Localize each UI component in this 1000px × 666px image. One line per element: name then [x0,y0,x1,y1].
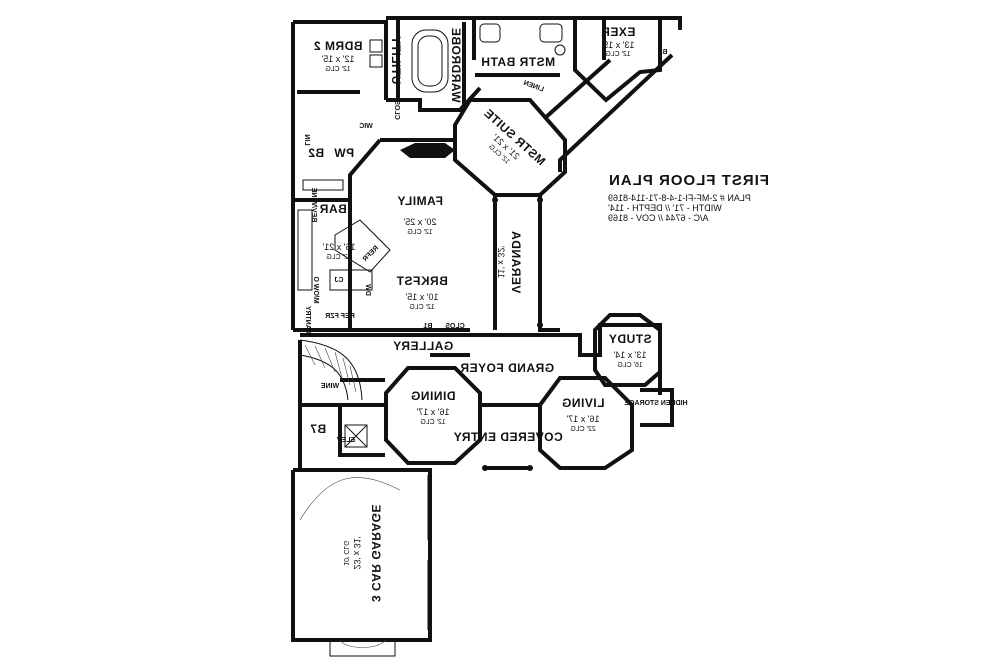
room-family-dim: 20' x 25' [403,217,436,227]
room-study-dim: 13' x 14' [613,350,646,360]
room-pantry-name: PANTRY [304,306,311,334]
room-study: STUDY 13' x 14' 16' CLG [608,332,651,369]
room-veranda-dim: 11' x 32' [496,246,506,279]
room-ref-fzr-name: REF FZR [325,313,355,320]
room-study-name: STUDY [608,332,651,346]
room-garage-name: 3 CAR GARAGE [369,504,383,602]
room-brkfst: BRKFST 10' x 15' 12' CLG [396,274,448,311]
plan-title: FIRST FLOOR PLAN [608,172,769,189]
room-exer: EXER 13' x 15' 12' CLG [601,25,636,58]
room-veranda-name: VERANDA [509,231,523,294]
room-bdrm2-dim: 12' x 15' [321,54,354,64]
room-dw-name: DW [364,284,371,296]
room-family-name: FAMILY [397,194,443,208]
room-bdrm2: BDRM 2 12' x 15' 12' CLG [313,39,362,73]
room-living-dim: 16' x 17' [566,414,599,424]
room-brkfst-dim: 10' x 15' [405,292,438,302]
room-family: FAMILY 20' x 25' 12' CLG [397,194,443,236]
room-clos-mid-name: CLOS [445,323,465,330]
room-mstr-bath-name: MSTR BATH [481,55,555,69]
room-garage: 3 CAR GARAGE 23' x 31' 10' CLG [342,504,383,602]
room-kitchen-dim: 16' x 21' [322,242,355,252]
room-refr-name: REFR [362,245,380,263]
plan-meta-line-2: WIDTH - 71' // DEPTH - 114' [608,203,722,213]
room-bar-name: BAR [319,202,347,216]
room-utility-name: UTILITY [389,36,403,85]
room-living-name: LIVING [561,396,604,410]
room-exer-name: EXER [601,25,636,39]
room-b1-name: B1 [423,323,432,330]
room-exer-clg: 12' CLG [605,51,630,58]
room-elev-name: ELEV [337,437,356,444]
room-pw-name: PW [334,146,355,160]
room-living-clg: 22' CLG [570,426,595,433]
room-dining: DINING 16' x 17' 12' CLG [411,389,456,426]
room-garage-dim: 23' x 31' [352,536,362,569]
room-b7-name: B7 [310,422,326,436]
room-mstr-suite: MSTR SUITE 21' x 21' 12' CLG [481,106,548,168]
room-clos-top-name: CLOS [393,100,400,120]
room-linen-name: LINEN [522,80,544,94]
room-dining-clg: 12' CLG [420,419,445,426]
room-bdrm2-clg: 12' CLG [325,66,350,73]
room-dining-dim: 16' x 17' [416,407,449,417]
room-lin-name: LIN [303,134,310,145]
room-dining-name: DINING [411,389,456,403]
room-kitchen: 16' x 21' 12' CLG [322,242,355,261]
room-brkfst-name: BRKFST [396,274,448,288]
room-wic-name: WIC [359,123,373,130]
plan-meta-line-1: PLAN # 2-MF-FI-1-4-8-71-114-8169 [608,193,751,203]
fixtures [297,23,566,657]
room-b8-name: B8 [658,49,667,56]
room-brkfst-clg: 12' CLG [409,304,434,311]
room-bev-wine-name: BEV/WINE [310,187,317,222]
room-mow-o-name: M/OW O [312,276,319,304]
walls [291,16,682,642]
room-family-clg: 12' CLG [407,229,432,236]
room-wine-name: WINE [321,383,340,390]
room-bdrm2-name: BDRM 2 [313,39,362,53]
room-covered-entry-name: COVERED ENTRY [453,430,562,444]
room-garage-clg: 10' CLG [342,540,349,565]
room-exer-dim: 13' x 15' [601,40,634,50]
room-b2-name: B2 [308,146,324,160]
room-veranda: VERANDA 11' x 32' [496,231,523,294]
plan-title-block: FIRST FLOOR PLAN PLAN # 2-MF-FI-1-4-8-71… [608,172,788,223]
room-living: LIVING 16' x 17' 22' CLG [561,396,604,433]
room-hidden-storage-name: HIDDEN STORAGE [624,400,688,407]
room-grand-foyer: GRAND FOYER [460,361,554,375]
room-wardrobe-name: WARDROBE [449,27,463,102]
room-cj-name: CJ [334,277,343,284]
plan-meta-line-3: A/C - 6744 // COV - 8169 [608,213,709,223]
room-study-clg: 16' CLG [617,362,642,369]
room-gallery-name: GALLERY [393,339,453,353]
room-kitchen-clg: 12' CLG [326,254,351,261]
room-grand-foyer-name: GRAND FOYER [460,361,554,375]
